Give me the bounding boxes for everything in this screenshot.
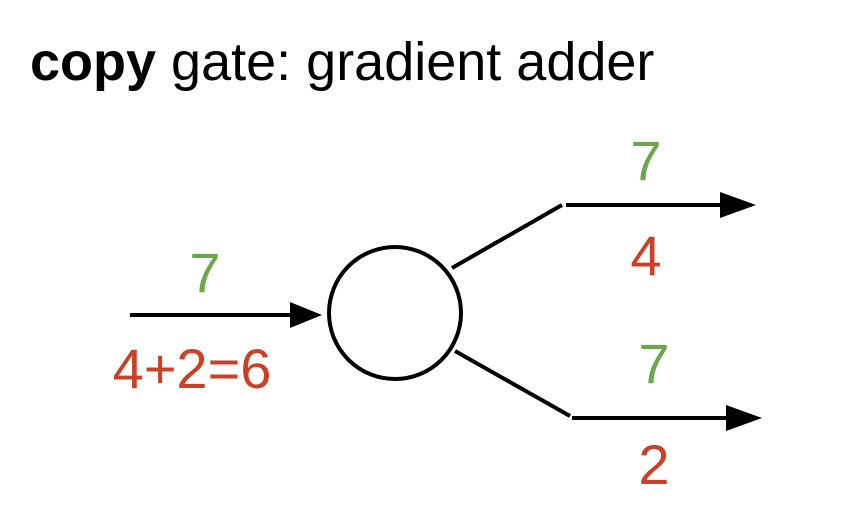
top-gradient-value: 4 (630, 224, 661, 287)
bottom-gradient-value: 2 (638, 433, 669, 496)
copy-gate-node (327, 245, 463, 381)
bottom-output-arrowhead (726, 405, 762, 431)
diagram-title: copy gate: gradient adder (30, 32, 654, 92)
input-arrowhead (290, 302, 322, 328)
title-bold-word: copy (30, 32, 156, 92)
title-rest: gate: gradient adder (156, 32, 654, 92)
input-gradient-value: 4+2=6 (113, 337, 272, 400)
top-output-arrowhead (720, 192, 756, 218)
top-forward-value: 7 (630, 129, 661, 192)
input-forward-value: 7 (189, 241, 220, 304)
top-branch-diagonal (451, 203, 563, 270)
bottom-forward-value: 7 (638, 332, 669, 395)
bottom-branch-diagonal (454, 349, 571, 418)
